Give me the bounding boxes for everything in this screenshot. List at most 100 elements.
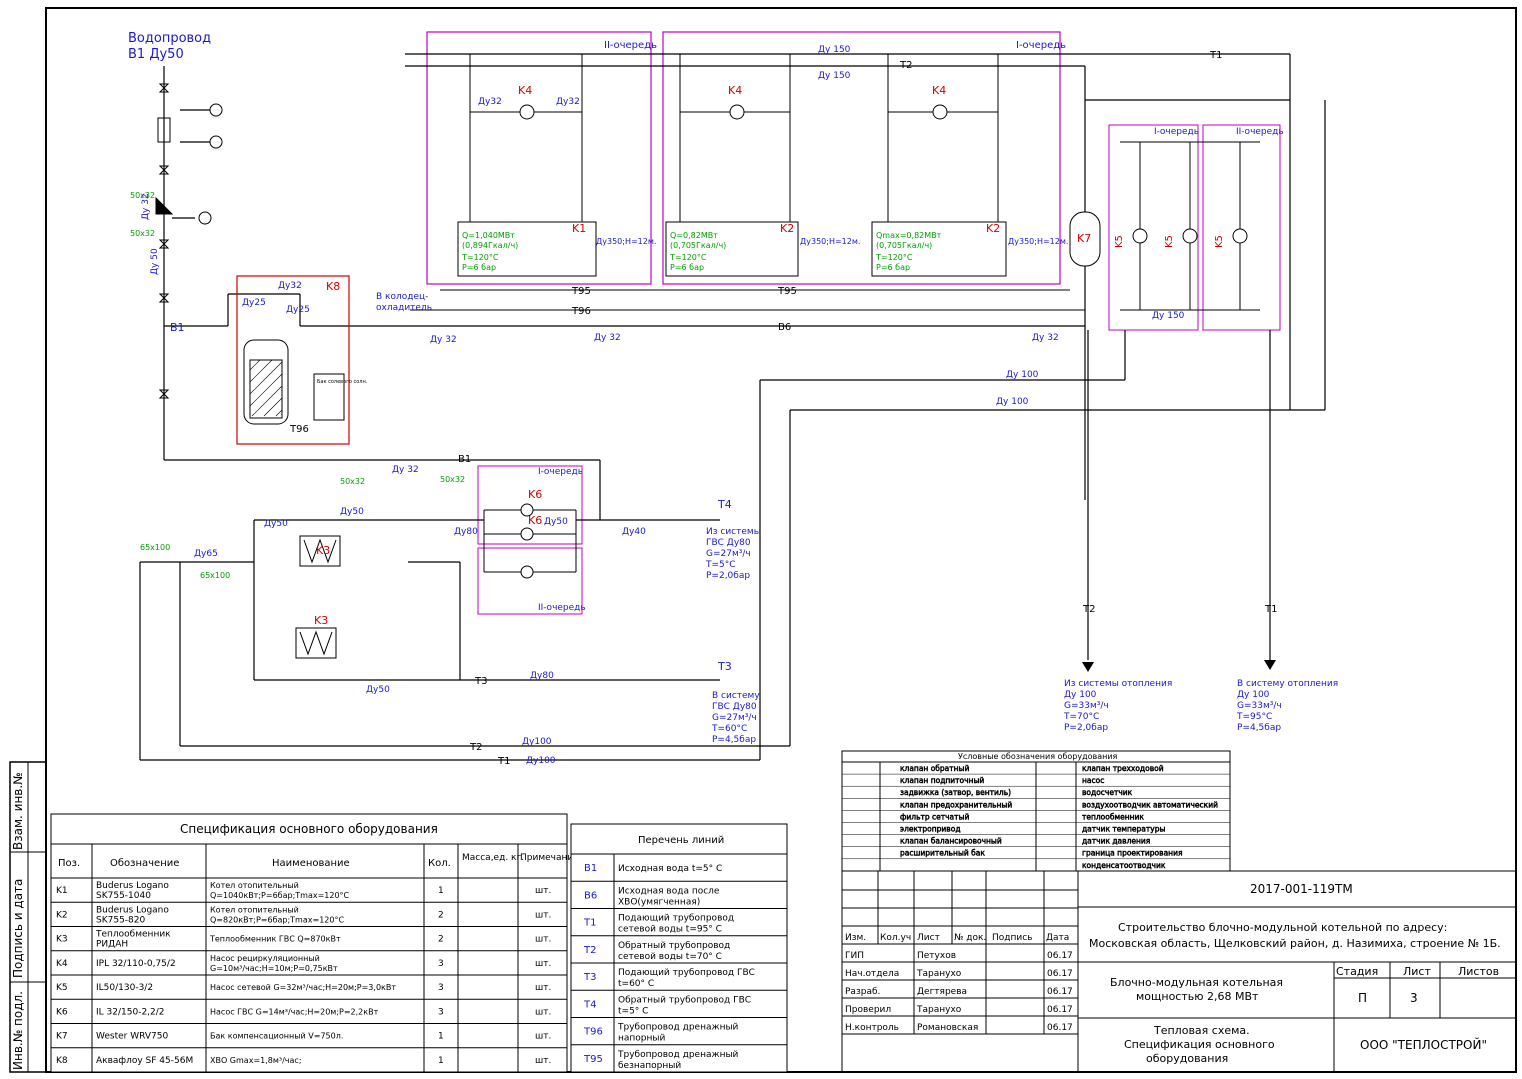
svg-text:Ду 150: Ду 150: [1152, 311, 1185, 321]
line-code: T1: [583, 918, 596, 929]
signer-role: Нач.отдела: [845, 969, 899, 979]
spec-cell-qty: 1: [438, 1056, 444, 1066]
svg-text:В систему: В систему: [712, 691, 760, 701]
salt-tank: [313, 373, 345, 421]
svg-text:Дата: Дата: [1046, 933, 1069, 943]
legend-item-right: воздухоотводчик автоматический: [1082, 800, 1218, 809]
svg-text:I-очередь: I-очередь: [538, 467, 583, 477]
svg-text:50x32: 50x32: [130, 229, 155, 238]
spec-cell-designation: Buderus Logano: [96, 881, 169, 891]
svg-text:Тепловая схема.: Тепловая схема.: [1153, 1024, 1250, 1037]
svg-text:T1: T1: [1264, 604, 1277, 615]
line-description: сетевой воды t=70° С: [618, 952, 722, 962]
svg-text:II-очередь: II-очередь: [1236, 127, 1284, 137]
spec-cell-note: шт.: [535, 1007, 551, 1017]
line-description: напорный: [618, 1034, 665, 1044]
spec-cell-pos: K6: [56, 1007, 68, 1017]
svg-text:Ду 100: Ду 100: [996, 397, 1029, 407]
legend-item-left: электропривод: [900, 825, 961, 834]
svg-text:Ду50: Ду50: [264, 519, 288, 529]
line-description: t=60° С: [618, 979, 654, 989]
spec-cell-name: Котел отопительный: [210, 905, 299, 914]
svg-text:T2: T2: [1082, 604, 1095, 615]
svg-text:K5: K5: [1164, 235, 1175, 248]
svg-text:K5: K5: [1114, 235, 1125, 248]
t96-label-k8: T96: [289, 424, 309, 435]
legend-item-right: датчик давления: [1082, 837, 1150, 846]
svg-text:В колодец-: В колодец-: [376, 292, 428, 302]
drain-lines: [410, 289, 1085, 311]
spec-cell-note: шт.: [535, 910, 551, 920]
spec-cell-note: шт.: [535, 886, 551, 896]
signer-name: Петухов: [917, 951, 956, 961]
stamp-replaced: Взам. инв.№: [11, 772, 25, 850]
top-manifolds: [405, 53, 1291, 500]
line-description: t=5° С: [618, 1006, 648, 1016]
queue1-label: I-очередь: [1016, 40, 1066, 51]
dhw-pipes: [139, 460, 790, 761]
svg-text:G=27м³/ч: G=27м³/ч: [706, 549, 751, 559]
svg-text:P=6 бар: P=6 бар: [462, 263, 496, 272]
line-description: Трубопровод дренажный: [617, 1023, 739, 1033]
svg-text:Ду 150: Ду 150: [818, 71, 851, 81]
k8-boundary: [236, 275, 350, 445]
spec-cell-note: шт.: [535, 959, 551, 969]
title-block: [841, 870, 1517, 1073]
svg-text:K7: K7: [1077, 232, 1091, 245]
spec-cell-qty: 1: [438, 1032, 444, 1042]
line-code: B1: [584, 863, 597, 874]
k2b-label: K2: [986, 222, 1000, 235]
svg-text:Ду100: Ду100: [522, 737, 552, 747]
svg-text:T4: T4: [717, 498, 732, 511]
line-description: Исходная вода после: [618, 886, 720, 896]
svg-text:T2: T2: [469, 742, 482, 753]
signer-name: Таранухо: [916, 1005, 962, 1015]
spec-cell-name: G=10м³/час;H=10м;P=0,75кВт: [210, 964, 338, 973]
svg-text:Q=1,040МВт: Q=1,040МВт: [462, 231, 515, 240]
svg-text:P=6 бар: P=6 бар: [670, 263, 704, 272]
line-list-title: Перечень линий: [638, 835, 724, 846]
svg-text:P=4,5бар: P=4,5бар: [712, 735, 756, 745]
signer-name: Дегтярева: [917, 987, 967, 997]
legend-item-left: клапан балансировочный: [900, 837, 1002, 846]
legend-item-left: расширительный бак: [900, 849, 985, 858]
line-description: Обратный трубопровод: [618, 941, 730, 951]
svg-text:50x32: 50x32: [440, 475, 465, 484]
svg-text:Ду 32: Ду 32: [430, 335, 457, 345]
svg-text:П: П: [1358, 991, 1367, 1005]
line-code: T95: [583, 1054, 603, 1065]
svg-text:K6: K6: [528, 488, 542, 501]
line-description: безнапорный: [618, 1061, 681, 1071]
svg-text:Спецификация основного: Спецификация основного: [1124, 1038, 1275, 1051]
pressure-gauge-icon: [198, 211, 212, 225]
svg-text:Листов: Листов: [1458, 965, 1499, 978]
line-description: Обратный трубопровод ГВС: [618, 995, 751, 1005]
spec-cell-qty: 3: [438, 959, 444, 969]
svg-text:B1: B1: [458, 454, 471, 465]
svg-text:Ду50: Ду50: [544, 517, 568, 527]
svg-text:мощностью 2,68 МВт: мощностью 2,68 МВт: [1136, 990, 1259, 1003]
svg-text:Лист: Лист: [1403, 965, 1431, 978]
svg-text:охладитель: охладитель: [376, 303, 432, 313]
signer-name: Таранухо: [916, 969, 962, 979]
svg-text:2017-001-119ТМ: 2017-001-119ТМ: [1250, 882, 1353, 896]
spec-cell-name: Теплообменник ГВС Q=870кВт: [209, 935, 341, 944]
svg-text:Поз.: Поз.: [58, 858, 80, 869]
queue1-boundary: [662, 31, 1061, 285]
svg-text:P=2,0бар: P=2,0бар: [1064, 723, 1108, 733]
line-description: Подающий трубопровод ГВС: [618, 968, 755, 978]
signer-name: Романовская: [917, 1023, 978, 1033]
stamp-inventory: Инв.№ подл.: [11, 991, 25, 1070]
svg-text:В систему отопления: В систему отопления: [1237, 679, 1338, 689]
svg-text:T=70°С: T=70°С: [1063, 712, 1099, 722]
k6-queue2-boundary: [477, 547, 583, 615]
legend-item-left: фильтр сетчатый: [900, 812, 969, 821]
svg-text:T=120°С: T=120°С: [669, 253, 707, 262]
svg-text:Ду 32: Ду 32: [392, 465, 419, 475]
svg-text:T96: T96: [571, 306, 591, 317]
spec-cell-designation: IPL 32/110-0,75/2: [96, 959, 176, 969]
spec-cell-qty: 1: [438, 886, 444, 896]
svg-text:T95: T95: [571, 286, 591, 297]
svg-text:Ду 32: Ду 32: [1032, 333, 1059, 343]
